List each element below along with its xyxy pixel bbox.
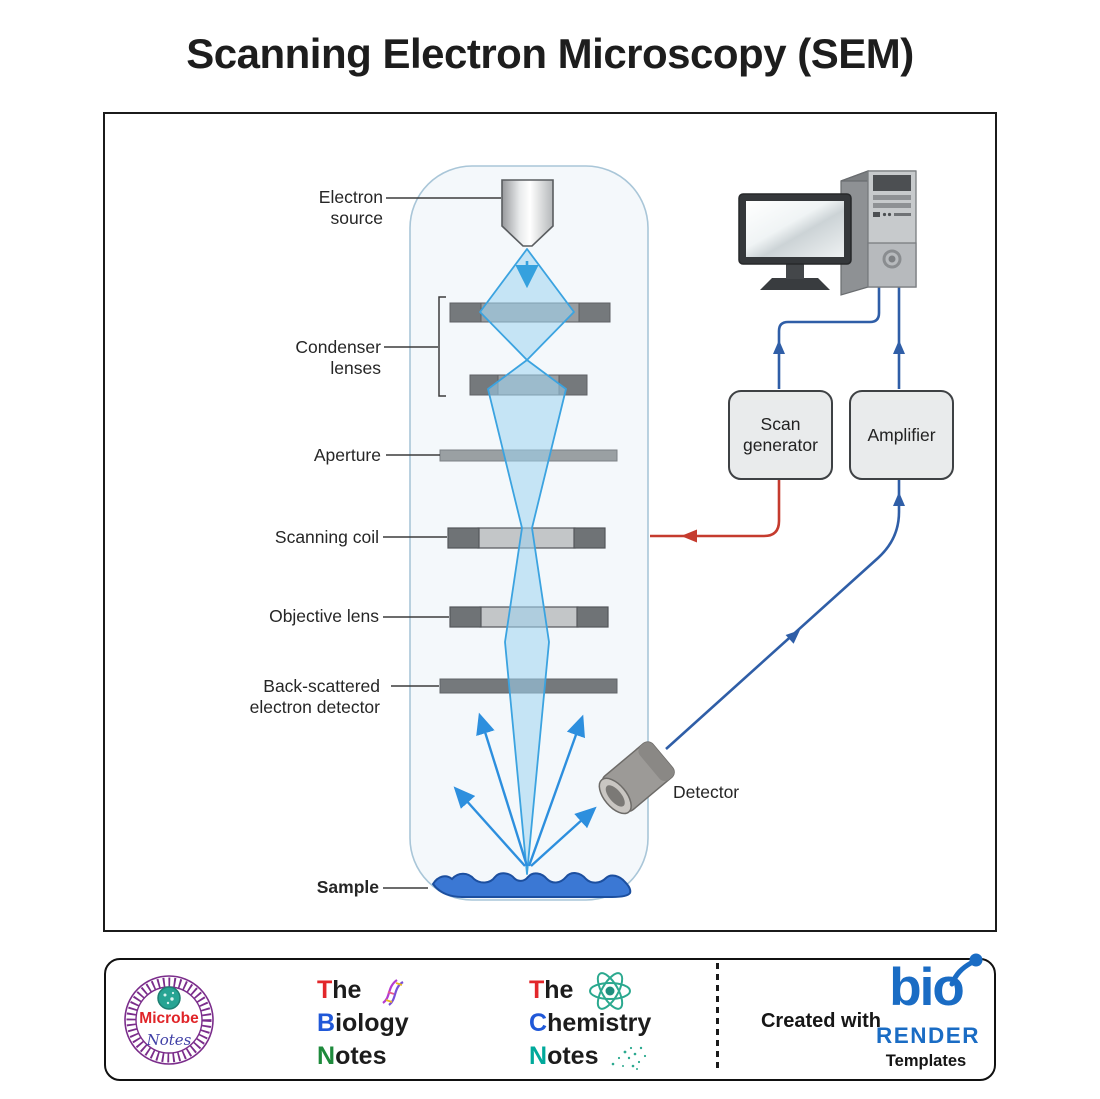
footer-divider [716, 963, 719, 1073]
label-condenser-lenses: Condenser lenses [295, 337, 381, 378]
scan-generator-box: Scan generator [728, 390, 833, 480]
label-aperture: Aperture [313, 445, 381, 465]
amplifier-box: Amplifier [849, 390, 954, 480]
label-objective-lens: Objective lens [269, 606, 379, 626]
chemistry-notes-rest: otes [547, 1042, 599, 1070]
biorender-render-wordmark: RENDER [876, 1023, 981, 1048]
electron-beam [479, 248, 575, 875]
computer-monitor [738, 193, 852, 290]
computer-tower [840, 170, 917, 296]
atom-icon [589, 971, 632, 1010]
chemistry-he: he [544, 976, 581, 1004]
chemistry-n: N [529, 1042, 548, 1070]
scattered-electron-arrows [453, 712, 597, 867]
condenser-bracket [438, 296, 446, 397]
biorender-flagellum-icon [949, 953, 983, 987]
label-detector: Detector [673, 782, 740, 802]
microbe-notes-title: Microbe [139, 1010, 199, 1027]
label-scanning-coil: Scanning coil [274, 527, 379, 547]
microbe-icon [157, 986, 181, 1010]
label-sample: Sample [316, 877, 379, 897]
wire-scan-generator-to-computer [773, 283, 881, 389]
label-electron-source: Electron source [318, 187, 383, 228]
page-title: Scanning Electron Microscopy (SEM) [186, 30, 914, 77]
microbe-notes-logo [124, 975, 214, 1065]
label-back-scattered-detector: Back-scattered electron detector [249, 676, 380, 717]
biorender-bio-wordmark: bio [889, 958, 964, 1017]
biology-n: N [317, 1042, 336, 1070]
biorender-templates-text: Templates [885, 1052, 967, 1070]
biology-t: T [317, 976, 333, 1004]
particles-icon [612, 1046, 647, 1070]
biology-rest: iology [335, 1009, 409, 1037]
label-lines [383, 197, 501, 889]
wire-amplifier-to-computer [893, 281, 905, 389]
biology-b: B [317, 1009, 336, 1037]
biology-he: he [332, 976, 369, 1004]
chemistry-rest: hemistry [547, 1009, 652, 1037]
chemistry-t: T [529, 976, 545, 1004]
amplifier-label: Amplifier [867, 424, 936, 445]
sample-shape [431, 872, 632, 898]
dna-icon [382, 978, 405, 1006]
created-with-text: Created with [760, 1010, 882, 1032]
scan-generator-label: Scan generator [743, 414, 818, 455]
detector-cylinder [598, 741, 675, 815]
wire-scan-generator-to-coil [650, 478, 781, 543]
microbe-notes-subtitle: Notes [146, 1031, 192, 1049]
wire-detector-to-amplifier [665, 479, 905, 750]
footer-credits-bar [104, 958, 996, 1081]
chemistry-c: C [529, 1009, 548, 1037]
electron-source-shape [501, 179, 554, 247]
biology-notes-rest: otes [335, 1042, 387, 1070]
